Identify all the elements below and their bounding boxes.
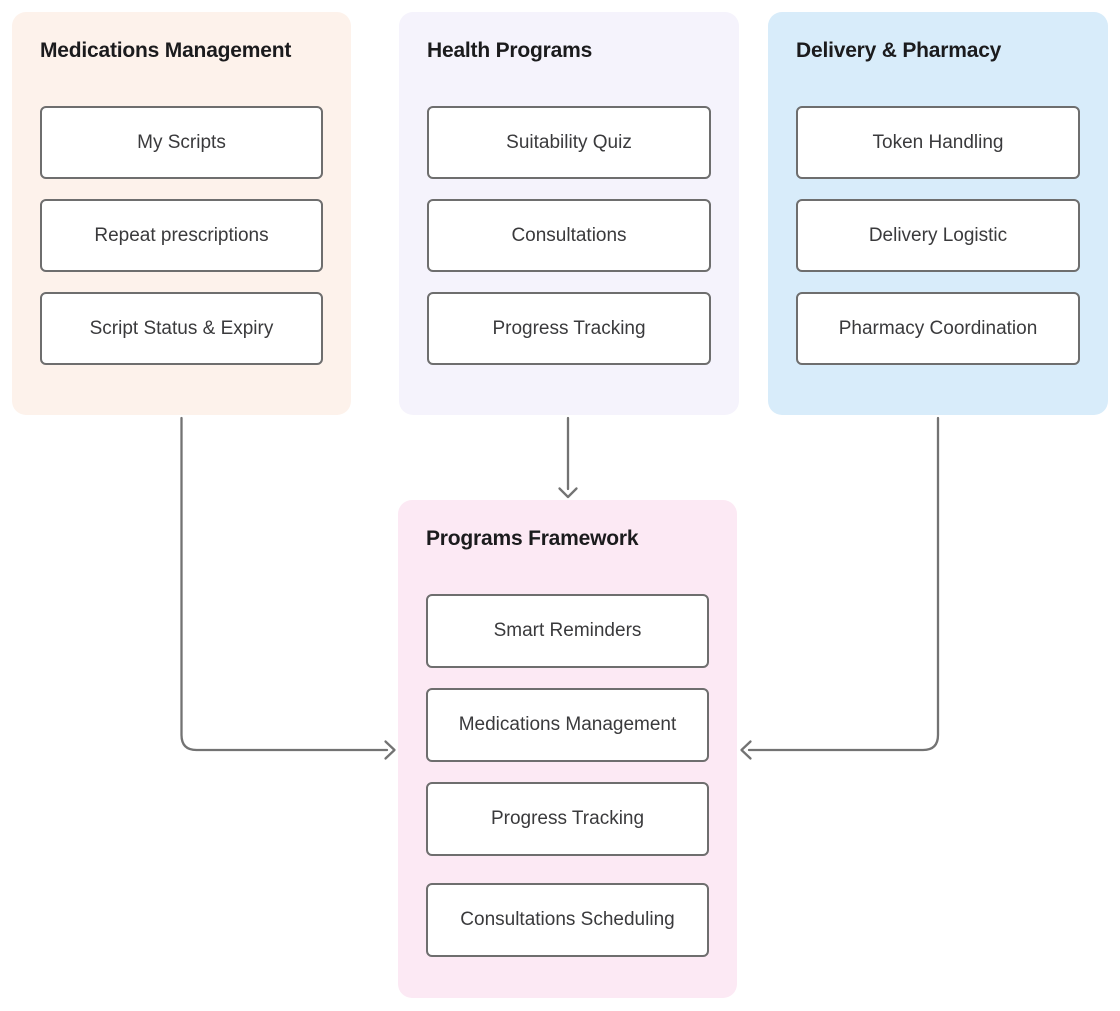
arrowhead-down-icon — [558, 487, 578, 499]
node-my-scripts[interactable]: My Scripts — [40, 106, 323, 180]
node-pharmacy-coordination[interactable]: Pharmacy Coordination — [796, 292, 1080, 366]
panel-title-medications-management: Medications Management — [40, 39, 292, 62]
node-medications-management[interactable]: Medications Management — [426, 688, 709, 763]
node-consultations-scheduling[interactable]: Consultations Scheduling — [426, 883, 709, 958]
node-consultations[interactable]: Consultations — [427, 199, 711, 273]
node-delivery-logistic[interactable]: Delivery Logistic — [796, 199, 1080, 273]
node-script-status-expiry[interactable]: Script Status & Expiry — [40, 292, 323, 366]
panel-programs-framework: Programs Framework Smart Reminders Medic… — [398, 500, 737, 998]
arrowhead-right-icon — [384, 740, 396, 760]
node-progress-tracking-framework[interactable]: Progress Tracking — [426, 782, 709, 857]
arrow-medications-to-framework — [180, 416, 389, 752]
panel-health-programs: Health Programs Suitability Quiz Consult… — [399, 12, 739, 415]
panel-medications-management: Medications Management My Scripts Repeat… — [12, 12, 351, 415]
panel-title-programs-framework: Programs Framework — [426, 527, 639, 550]
arrowhead-left-icon — [740, 740, 752, 760]
node-suitability-quiz[interactable]: Suitability Quiz — [427, 106, 711, 180]
node-repeat-prescriptions[interactable]: Repeat prescriptions — [40, 199, 323, 273]
node-token-handling[interactable]: Token Handling — [796, 106, 1080, 180]
node-progress-tracking[interactable]: Progress Tracking — [427, 292, 711, 366]
panel-title-delivery-pharmacy: Delivery & Pharmacy — [796, 39, 1002, 62]
arrow-delivery-to-framework — [747, 416, 940, 752]
panel-title-health-programs: Health Programs — [427, 39, 593, 62]
node-smart-reminders[interactable]: Smart Reminders — [426, 594, 709, 669]
panel-delivery-pharmacy: Delivery & Pharmacy Token Handling Deliv… — [768, 12, 1108, 415]
